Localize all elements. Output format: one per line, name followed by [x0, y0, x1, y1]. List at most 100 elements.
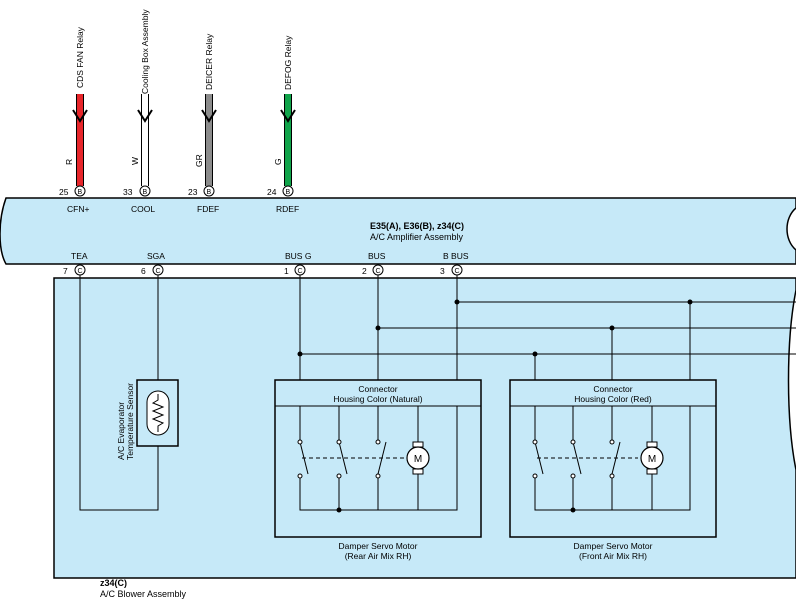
tea-wire: [79, 275, 159, 511]
pin-33-number: 33: [123, 187, 133, 197]
terminal-cfn-label: CFN+: [67, 204, 89, 214]
pin-25-number: 25: [59, 187, 69, 197]
wire-cool-arrow-icon: [137, 109, 153, 123]
servo-front-title-line1: Damper Servo Motor: [574, 541, 653, 551]
switch-contact: [570, 473, 576, 479]
pin-3-number: 3: [440, 266, 445, 276]
amplifier-connectors-label: E35(A), E36(B), z34(C): [370, 221, 464, 231]
servo-rear-switch-bottom: [299, 406, 458, 511]
pin-25-circle: [74, 185, 86, 197]
servo-rear-housing-line2: Housing Color (Natural): [333, 394, 422, 404]
pin-2-number: 2: [362, 266, 367, 276]
switch-contact: [570, 439, 576, 445]
pin-24-connector: B: [286, 189, 291, 196]
servo-rear-motor-icon: [406, 446, 430, 470]
junction-dots: [297, 299, 693, 357]
switch-contact: [297, 473, 303, 479]
bottom-pins: 7 C 6 C 1 C 2 C 3 C: [63, 264, 463, 276]
terminal-fdef-label: FDEF: [197, 204, 219, 214]
junction-dot: [532, 351, 538, 357]
amplifier-assembly-band: [0, 197, 796, 265]
servo-rear-contacts: [297, 439, 381, 479]
junction-dot: [297, 351, 303, 357]
terminal-sga-label: SGA: [147, 251, 165, 261]
servo-rear-motor-symbol: M: [414, 454, 422, 465]
pin-23-circle: [203, 185, 215, 197]
wire-rdef-color-code: G: [273, 158, 283, 165]
servo-front-housing-line2: Housing Color (Red): [574, 394, 652, 404]
sensor-label-line2: Temperature Sensor: [125, 383, 135, 460]
servo-rear-motor-shaft-top: [412, 441, 424, 448]
servo-front-motor-icon: [640, 446, 664, 470]
servo-rear-housing-line1: Connector: [358, 384, 397, 394]
servo-rear-switch-top: [299, 406, 419, 442]
sensor-label-line1: A/C Evaporator: [116, 402, 126, 460]
wire-rdef-arrow-icon: [280, 109, 296, 123]
switch-contact: [297, 439, 303, 445]
wire-fdef-color-code: GR: [194, 154, 204, 167]
internal-wiring: [79, 275, 796, 511]
terminal-bus-label: BUS: [368, 251, 386, 261]
pin-23-number: 23: [188, 187, 198, 197]
junction-dot: [375, 325, 381, 331]
pin-2-connector: C: [376, 268, 381, 275]
amplifier-name-label: A/C Amplifier Assembly: [370, 232, 464, 242]
pin-25-connector: B: [78, 189, 83, 196]
wire-cfn-destination: CDS FAN Relay: [75, 26, 85, 88]
terminal-tea-label: TEA: [71, 251, 88, 261]
servo-front: Connector Housing Color (Red) M Damper S…: [509, 379, 717, 561]
pin-1-connector: C: [298, 268, 303, 275]
servo-front-circuit: [534, 406, 691, 511]
wire-rdef: DEFOG Relay G 24 B RDEF: [267, 35, 299, 214]
pin-7-number: 7: [63, 266, 68, 276]
pin-24-number: 24: [267, 187, 277, 197]
junction-dot: [609, 325, 615, 331]
busg-bus-line: [299, 275, 796, 380]
servo-rear-motor-shaft-bottom: [412, 468, 424, 475]
wire-rdef-destination: DEFOG Relay: [283, 35, 293, 90]
blower-connector-label: z34(C): [100, 578, 127, 588]
wire-cfn-arrow-icon: [72, 109, 88, 123]
servo-rear-circuit: [299, 406, 458, 511]
wire-cool: Cooling Box Assembly W 33 B COOL: [123, 9, 155, 214]
pin-6-connector: C: [156, 268, 161, 275]
servo-front-motor-symbol: M: [648, 454, 656, 465]
terminal-cool-label: COOL: [131, 204, 155, 214]
switch-contact: [375, 473, 381, 479]
servo-rear: Connector Housing Color (Natural) M Damp…: [274, 379, 482, 561]
evaporator-sensor: A/C Evaporator Temperature Sensor: [116, 379, 179, 460]
junction-dot: [687, 299, 693, 305]
wire-cfn: CDS FAN Relay R 25 B CFN+: [59, 26, 89, 214]
pin-7-connector: C: [78, 268, 83, 275]
servo-rear-title-line2: (Rear Air Mix RH): [345, 551, 412, 561]
terminal-bbus-label: B BUS: [443, 251, 469, 261]
servo-front-contacts: [532, 439, 615, 479]
pin-33-connector: B: [143, 189, 148, 196]
bbus-bus-line: [456, 275, 796, 380]
servo-front-motor-shaft-bottom: [646, 468, 658, 475]
junction-dot: [570, 507, 576, 513]
pin-1-number: 1: [284, 266, 289, 276]
servo-front-motor-shaft-top: [646, 441, 658, 448]
switch-contact: [375, 439, 381, 445]
servo-rear-title-line1: Damper Servo Motor: [339, 541, 418, 551]
switch-contact: [609, 473, 615, 479]
pin-23-connector: B: [207, 189, 212, 196]
pin-6-number: 6: [141, 266, 146, 276]
switch-contact: [336, 439, 342, 445]
terminal-rdef-label: RDEF: [276, 204, 299, 214]
junction-dot: [336, 507, 342, 513]
junction-dot: [454, 299, 460, 305]
wire-cfn-color-code: R: [64, 159, 74, 165]
front-servo-feeds: [534, 302, 691, 380]
wire-fdef-arrow-icon: [201, 109, 217, 123]
switch-contact: [609, 439, 615, 445]
pin-24-circle: [282, 185, 294, 197]
switch-contact: [532, 473, 538, 479]
wire-fdef: DEICER Relay GR 23 B FDEF: [188, 33, 219, 214]
switch-contact: [336, 473, 342, 479]
servo-front-switch-top: [534, 406, 653, 442]
resistor-zigzag-icon: [151, 394, 165, 432]
